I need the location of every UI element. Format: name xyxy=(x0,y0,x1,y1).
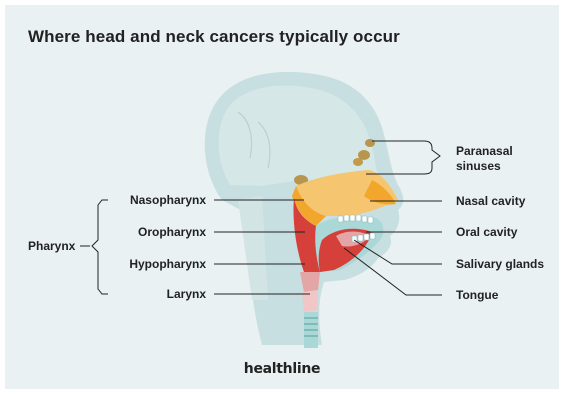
frontal-sinus xyxy=(365,139,375,147)
label-oropharynx: Oropharynx xyxy=(138,225,206,239)
label-nasal-cavity: Nasal cavity xyxy=(456,194,526,208)
pharynx-bracket xyxy=(92,200,108,294)
healthline-logo: healthline xyxy=(0,361,564,377)
label-paranasal-line1: Paranasal xyxy=(456,144,513,158)
label-pharynx: Pharynx xyxy=(28,239,76,253)
label-hypopharynx: Hypopharynx xyxy=(129,257,206,271)
larynx-area xyxy=(302,290,318,312)
trachea xyxy=(304,312,318,348)
ethmoid-sinus-2 xyxy=(353,158,363,166)
label-nasopharynx: Nasopharynx xyxy=(130,193,206,207)
label-salivary-glands: Salivary glands xyxy=(456,257,544,271)
label-oral-cavity: Oral cavity xyxy=(456,225,518,239)
label-paranasal-line2: sinuses xyxy=(456,159,501,173)
label-tongue: Tongue xyxy=(456,288,499,302)
label-larynx: Larynx xyxy=(167,287,207,301)
